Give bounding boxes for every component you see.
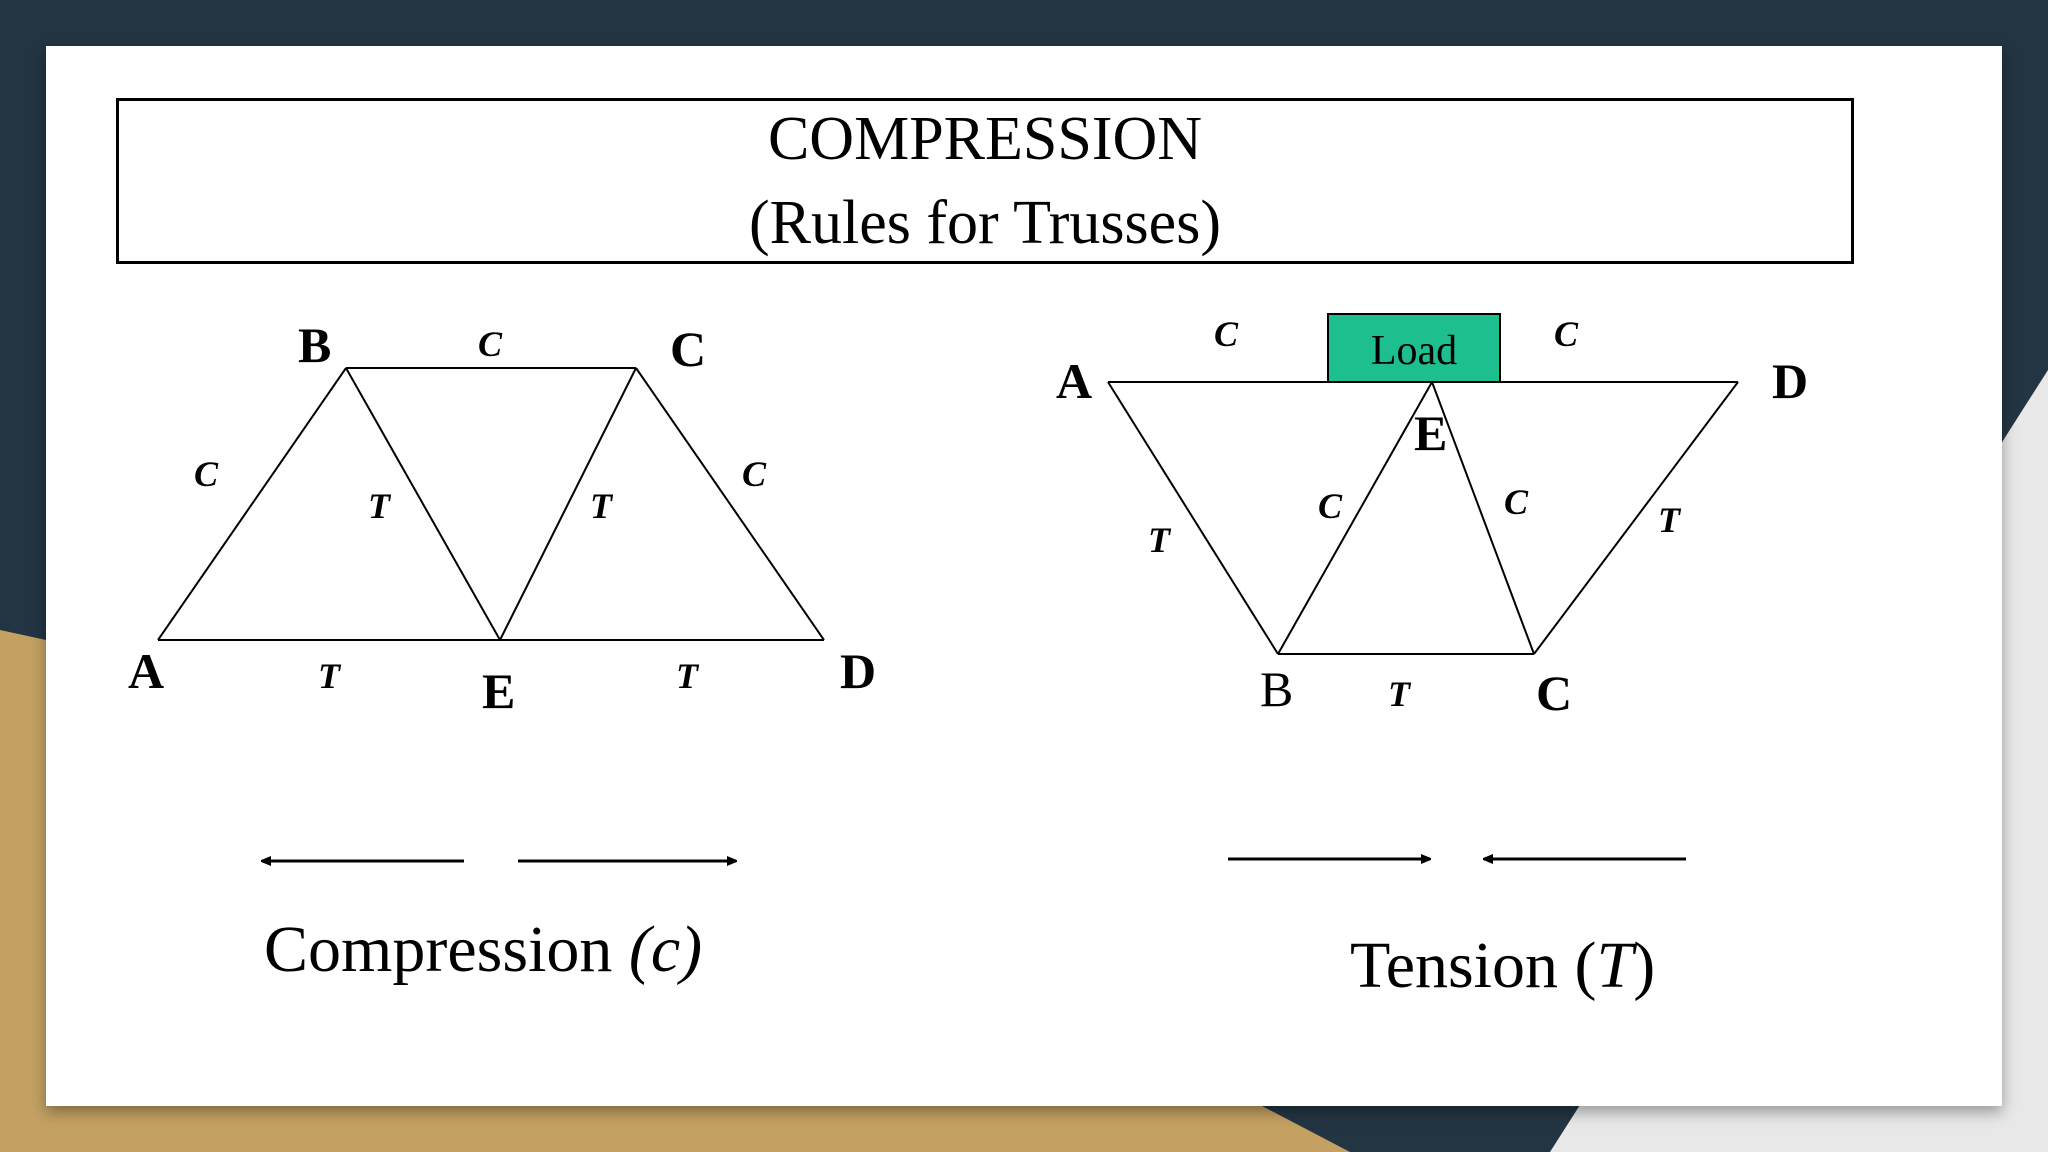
left-label-be: T: [368, 486, 392, 526]
compression-caption: Compression (c): [264, 912, 702, 988]
right-member-labels: C C C C T T T: [1148, 314, 1682, 714]
right-node-d: D: [1772, 353, 1808, 409]
left-label-ae: T: [318, 656, 342, 696]
right-label-cd: T: [1658, 500, 1682, 540]
compression-symbol: (c): [628, 913, 703, 986]
left-node-c: C: [670, 321, 706, 377]
left-member-be: [345, 367, 501, 641]
right-label-eb: C: [1318, 486, 1343, 526]
title-line-1: COMPRESSION: [767, 105, 1203, 173]
left-member-labels: C C C T T T T: [194, 324, 767, 696]
right-node-a: A: [1056, 353, 1092, 409]
left-label-cd: C: [742, 454, 767, 494]
compression-word: Compression: [264, 913, 613, 986]
left-label-ed: T: [676, 656, 700, 696]
slide: COMPRESSION (Rules for Trusses) Compress…: [46, 46, 2002, 1106]
right-truss: [1107, 381, 1739, 655]
right-node-c: C: [1536, 665, 1572, 721]
right-label-ec: C: [1504, 482, 1529, 522]
left-label-ce: T: [590, 486, 614, 526]
tension-word: Tension (: [1350, 929, 1597, 1002]
left-member-ab: [157, 367, 347, 641]
left-label-bc: C: [478, 324, 503, 364]
right-member-ec: [1431, 381, 1535, 655]
right-label-ed: C: [1554, 314, 1579, 354]
left-member-cd: [635, 367, 825, 641]
left-node-d: D: [840, 643, 876, 699]
right-node-b: B: [1260, 661, 1293, 717]
right-member-ab: [1107, 381, 1279, 655]
title-line-2: (Rules for Trusses): [749, 189, 1221, 257]
right-member-cd: [1533, 381, 1739, 655]
right-label-ae: C: [1214, 314, 1239, 354]
right-label-bc: T: [1388, 674, 1412, 714]
load-box: [1327, 313, 1501, 383]
tension-close: ): [1633, 929, 1656, 1002]
load-label: Load: [1371, 328, 1457, 374]
left-node-e: E: [482, 663, 515, 719]
left-node-labels: A B C D E: [128, 317, 876, 719]
right-member-eb: [1277, 381, 1433, 655]
title-box: COMPRESSION (Rules for Trusses): [116, 98, 1854, 264]
left-member-ce: [499, 367, 637, 641]
left-node-b: B: [298, 317, 331, 373]
left-label-ab: C: [194, 454, 219, 494]
left-truss: [157, 367, 825, 641]
tension-symbol: T: [1596, 929, 1634, 1002]
tension-caption: Tension (T): [1350, 928, 1655, 1004]
right-label-ab: T: [1148, 520, 1172, 560]
right-node-labels-bold: A D E C: [1056, 353, 1808, 721]
right-node-e: E: [1414, 405, 1447, 461]
left-node-a: A: [128, 643, 164, 699]
